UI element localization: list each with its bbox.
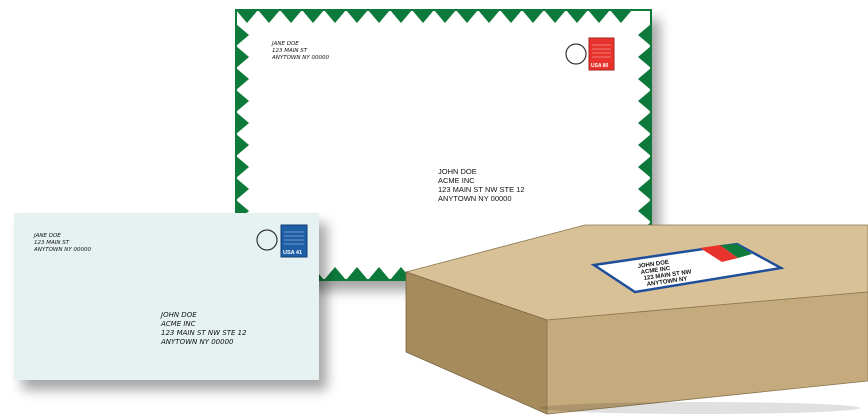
return-street: 123 MAIN ST	[34, 240, 70, 246]
return-name: JANE DOE	[271, 41, 299, 47]
stamp-label: USA 80	[591, 63, 609, 69]
return-street: 123 MAIN ST	[272, 48, 308, 54]
recipient-city: ANYTOWN NY 00000	[160, 338, 234, 346]
stamp-label: USA 41	[283, 250, 302, 256]
recipient-name: JOHN DOE	[159, 311, 197, 319]
recipient-city: ANYTOWN NY 00000	[438, 194, 512, 203]
recipient-company: ACME INC	[160, 320, 196, 328]
recipient-street: 123 MAIN ST NW STE 12	[438, 185, 525, 194]
return-city: ANYTOWN NY 00000	[271, 55, 329, 61]
return-name: JANE DOE	[33, 233, 61, 239]
recipient-name: JOHN DOE	[438, 167, 477, 176]
recipient-company: ACME INC	[438, 176, 475, 185]
recipient-street: 123 MAIN ST NW STE 12	[161, 329, 247, 337]
return-city: ANYTOWN NY 00000	[33, 247, 91, 253]
